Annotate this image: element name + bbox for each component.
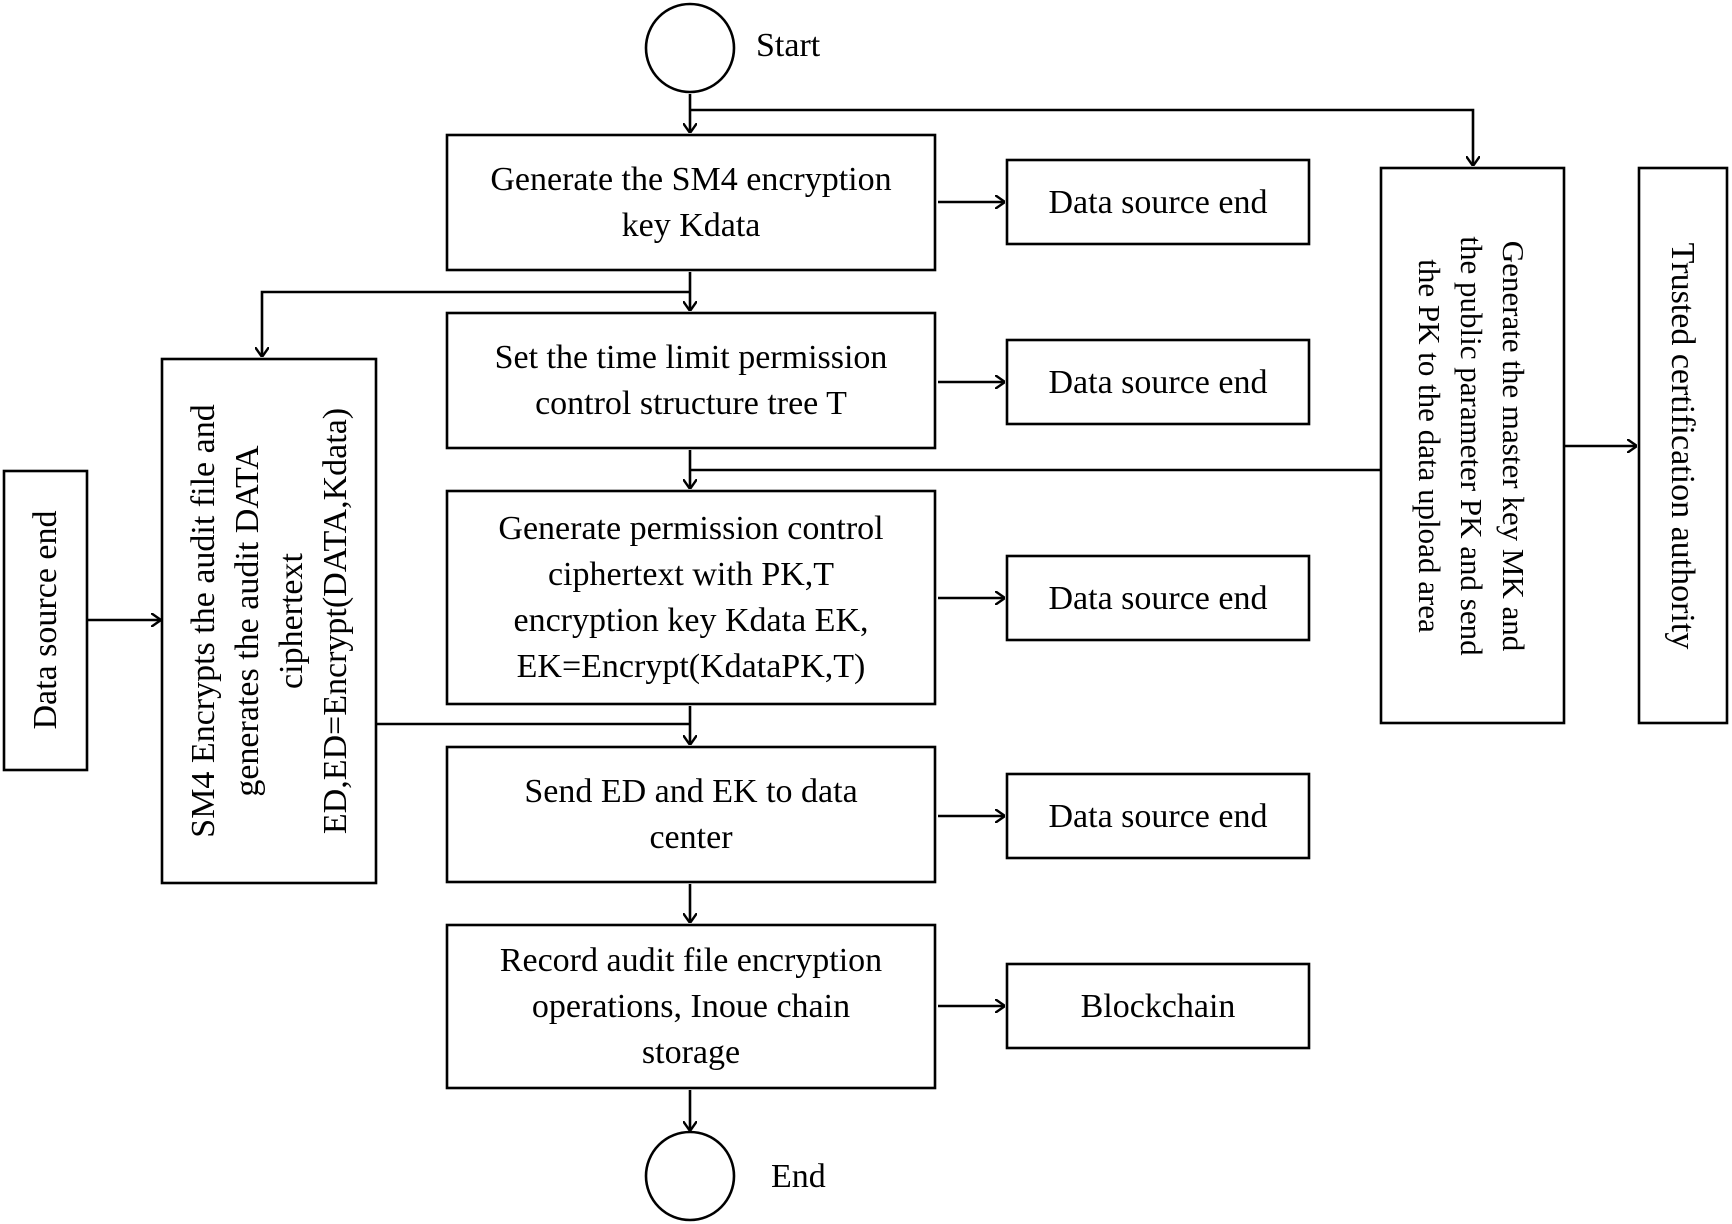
- step-set-tree-text-line: control structure tree T: [535, 385, 847, 422]
- side-ds-2: [1005, 338, 1311, 426]
- side-ds-1-text-line: Data source end: [1048, 184, 1267, 221]
- step-send-text-line: center: [649, 819, 733, 856]
- step-gen-ciphertext: [445, 489, 937, 706]
- side-ds-3: [1005, 554, 1311, 642]
- end-circle: [644, 1130, 736, 1222]
- step-gen-key-text-line: key Kdata: [622, 207, 761, 244]
- step-set-tree: [445, 311, 937, 450]
- side-ds-4-text: Data source end: [1048, 798, 1267, 835]
- step-send: [445, 745, 937, 884]
- step-set-tree-text-line: Set the time limit permission: [495, 339, 888, 376]
- step-gen-ciphertext-text: Generate permission control ciphertext wi…: [498, 510, 883, 685]
- step-gen-key-text: Generate the SM4 encryption key Kdata: [490, 161, 891, 244]
- authority-text: Trusted certification authority: [1665, 243, 1702, 650]
- master-key-text-line: the PK to the data upload area: [1413, 259, 1448, 633]
- master-key-text-line: the public parameter PK and send: [1455, 236, 1490, 656]
- start-label: Start: [756, 27, 821, 64]
- sm4-encrypt-box: [160, 357, 378, 885]
- main-steps: [445, 133, 937, 1090]
- end-label: End: [771, 1158, 826, 1195]
- left-data-source-text-line: Data source end: [27, 510, 64, 729]
- step-record-text-line: Record audit file encryption: [500, 942, 882, 979]
- side-blockchain-text-line: Blockchain: [1081, 988, 1236, 1025]
- step-gen-key: [445, 133, 937, 272]
- master-key-text: Generate the master key MK andthe public…: [1413, 236, 1532, 656]
- authority-box: [1637, 166, 1729, 725]
- step-gen-ciphertext-text-line: encryption key Kdata EK,: [514, 602, 869, 639]
- sm4-encrypt-text-line: generates the audit DATA: [229, 445, 266, 797]
- step-send-text: Send ED and EK to data center: [524, 773, 857, 856]
- side-ds-2-text-line: Data source end: [1048, 364, 1267, 401]
- step-record-text-line: operations, Inoue chain: [532, 988, 850, 1025]
- left-data-source-box: [2, 469, 89, 772]
- step-record-text: Record audit file encryption operations, …: [500, 942, 882, 1071]
- side-nodes: [1005, 158, 1311, 1050]
- step-gen-ciphertext-text-line: Generate permission control: [498, 510, 883, 547]
- end-node: End: [644, 1130, 826, 1222]
- start-circle: [644, 2, 736, 94]
- sm4-encrypt-text-line: ciphertext: [273, 552, 310, 688]
- box-labels: Generate the SM4 encryption key KdataSet …: [27, 161, 1702, 1071]
- authority-text-line: Trusted certification authority: [1665, 243, 1702, 650]
- connectors: [88, 94, 1636, 1130]
- side-ds-4: [1005, 772, 1311, 860]
- step-record: [445, 923, 937, 1090]
- arrow-gen-key-to-sm4: [262, 290, 690, 356]
- step-gen-ciphertext-text-line: ciphertext with PK,T: [548, 556, 834, 593]
- side-ds-4-text-line: Data source end: [1048, 798, 1267, 835]
- sm4-encrypt-text-line: ED,ED=Encrypt(DATA,Kdata): [317, 408, 354, 834]
- side-blockchain: [1005, 962, 1311, 1050]
- left-data-source-text: Data source end: [27, 510, 64, 729]
- side-ds-1: [1005, 158, 1311, 246]
- arrow-start-to-master-key: [690, 108, 1473, 165]
- side-ds-3-text: Data source end: [1048, 580, 1267, 617]
- start-node: Start: [644, 2, 821, 94]
- master-key-box: [1379, 166, 1566, 725]
- step-record-text-line: storage: [642, 1034, 740, 1071]
- side-ds-3-text-line: Data source end: [1048, 580, 1267, 617]
- side-ds-1-text: Data source end: [1048, 184, 1267, 221]
- sm4-encrypt-text-line: SM4 Encrypts the audit file and: [185, 404, 222, 837]
- step-gen-key-text-line: Generate the SM4 encryption: [490, 161, 891, 198]
- step-set-tree-text: Set the time limit permission control str…: [495, 339, 888, 422]
- step-send-text-line: Send ED and EK to data: [524, 773, 857, 810]
- step-gen-ciphertext-text-line: EK=Encrypt(KdataPK,T): [517, 648, 866, 685]
- side-ds-2-text: Data source end: [1048, 364, 1267, 401]
- side-blockchain-text: Blockchain: [1081, 988, 1236, 1025]
- master-key-text-line: Generate the master key MK and: [1497, 241, 1532, 652]
